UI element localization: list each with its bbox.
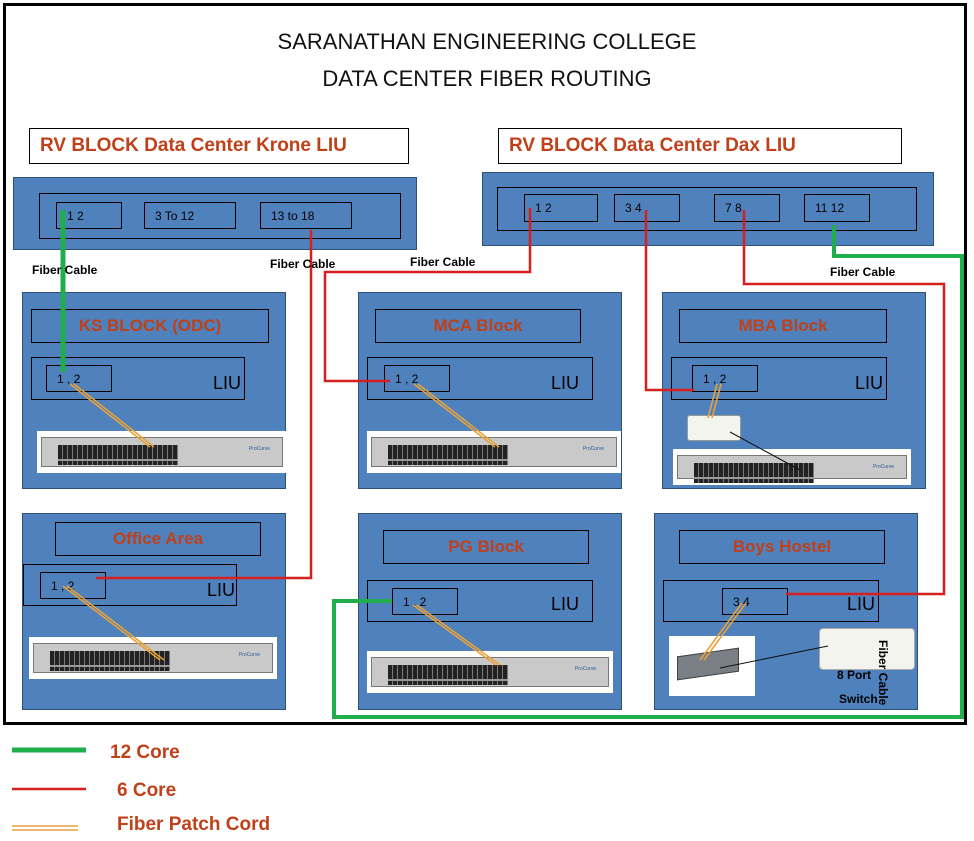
krone-port-3-12: 3 To 12 bbox=[144, 202, 236, 229]
mba-media-converter bbox=[687, 413, 741, 443]
pg-liu-label: LIU bbox=[551, 594, 580, 614]
mca-liu-port: 1 , 2 bbox=[384, 365, 450, 392]
office-liu-label: LIU bbox=[207, 580, 236, 600]
hostel-liu-label: LIU bbox=[847, 594, 876, 614]
mba-liu-label: LIU bbox=[855, 373, 884, 393]
hostel-media-converter bbox=[669, 636, 755, 696]
pg-network-switch: ProCurve bbox=[367, 651, 613, 693]
cable-label-office: Fiber Cable bbox=[270, 257, 336, 271]
dax-liu-panel: 1 2 3 4 7 8 11 12 bbox=[482, 172, 934, 246]
dax-liu-label: RV BLOCK Data Center Dax LIU bbox=[498, 128, 902, 164]
krone-liu-panel: 1 2 3 To 12 13 to 18 bbox=[13, 177, 417, 250]
office-area-panel: Office Area 1 , 2 LIU ProCurve bbox=[22, 513, 286, 710]
office-area-title: Office Area bbox=[55, 522, 261, 556]
legend-6core-label: 6 Core bbox=[117, 780, 177, 801]
ks-liu-port: 1 , 2 bbox=[46, 365, 112, 392]
dax-port-7-8: 7 8 bbox=[714, 194, 780, 222]
college-title: SARANATHAN ENGINEERING COLLEGE bbox=[277, 29, 697, 54]
legend-patch-label: Fiber Patch Cord bbox=[117, 814, 271, 835]
pg-block-panel: PG Block 1 , 2 LIU ProCurve bbox=[358, 513, 622, 710]
ks-liu-label: LIU bbox=[213, 373, 242, 393]
krone-port-13-18: 13 to 18 bbox=[260, 202, 352, 229]
mca-network-switch: ProCurve bbox=[367, 431, 621, 473]
krone-liu-bar: 1 2 3 To 12 13 to 18 bbox=[39, 193, 401, 239]
ks-block-title: KS BLOCK (ODC) bbox=[31, 309, 269, 343]
mba-block-title: MBA Block bbox=[679, 309, 887, 343]
cable-label-mca: Fiber Cable bbox=[410, 255, 476, 269]
krone-port-1-2: 1 2 bbox=[56, 202, 122, 229]
cable-label-pg: Fiber Cable bbox=[830, 265, 896, 279]
dax-port-3-4: 3 4 bbox=[614, 194, 680, 222]
ks-block-panel: KS BLOCK (ODC) 1 , 2 LIU ProCurve bbox=[22, 292, 287, 489]
mba-network-switch: ProCurve bbox=[673, 449, 911, 485]
eight-port-label-2: Switch bbox=[839, 692, 878, 706]
ks-network-switch: ProCurve bbox=[37, 431, 287, 473]
dax-port-1-2: 1 2 bbox=[524, 194, 598, 222]
mba-block-panel: MBA Block 1 , 2 LIU ProCurve bbox=[662, 292, 926, 489]
diagram-title: DATA CENTER FIBER ROUTING bbox=[322, 66, 652, 91]
office-liu-bar: 1 , 2 bbox=[23, 564, 237, 606]
office-network-switch: ProCurve bbox=[29, 637, 277, 679]
mca-block-title: MCA Block bbox=[375, 309, 581, 343]
mca-liu-label: LIU bbox=[551, 373, 580, 393]
office-liu-port: 1 , 2 bbox=[40, 572, 106, 599]
dax-liu-bar: 1 2 3 4 7 8 11 12 bbox=[497, 187, 917, 231]
legend-12core-label: 12 Core bbox=[110, 742, 180, 763]
krone-liu-label: RV BLOCK Data Center Krone LIU bbox=[29, 128, 409, 164]
pg-block-title: PG Block bbox=[383, 530, 589, 564]
boys-hostel-title: Boys Hostel bbox=[679, 530, 885, 564]
mba-liu-port: 1 , 2 bbox=[692, 365, 758, 392]
cable-label-ks: Fiber Cable bbox=[32, 263, 98, 277]
pg-liu-port: 1 , 2 bbox=[392, 588, 458, 615]
cable-label-hostel-vertical: Fiber Cable bbox=[876, 640, 890, 706]
eight-port-label-1: 8 Port bbox=[837, 668, 872, 682]
dax-port-11-12: 11 12 bbox=[804, 194, 870, 222]
hostel-liu-port: 3 4 bbox=[722, 588, 788, 615]
eight-port-switch bbox=[819, 628, 915, 670]
mca-block-panel: MCA Block 1 , 2 LIU ProCurve bbox=[358, 292, 622, 489]
